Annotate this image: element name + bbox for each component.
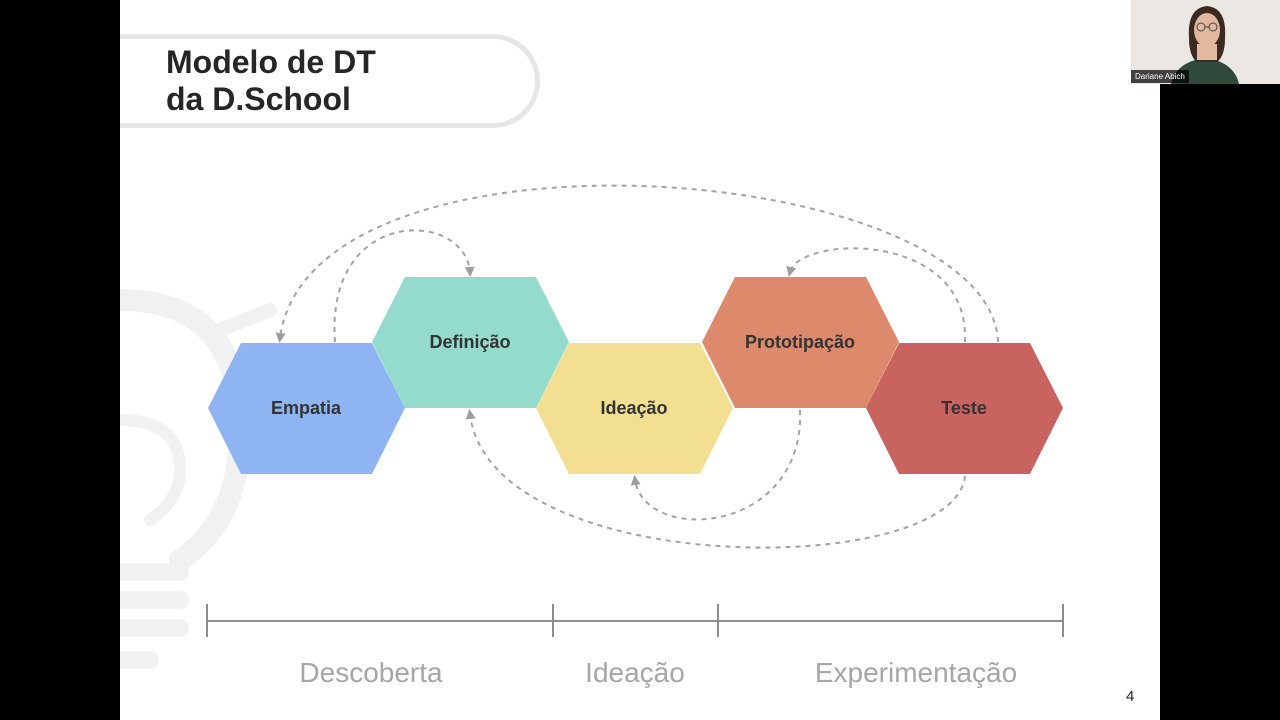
participant-name-label: Dariane Abich (1131, 70, 1189, 83)
slide-page-number: 4 (1126, 688, 1134, 705)
stage-empatia: Empatia (208, 343, 405, 474)
stage-label: Empatia (271, 398, 342, 418)
stage-teste: Teste (866, 343, 1063, 474)
design-thinking-diagram: Empatia Definição Ideação Prototipação T… (120, 0, 1160, 720)
stage-definicao: Definição (372, 277, 569, 408)
participant-video-tile[interactable]: Dariane Abich (1131, 0, 1280, 84)
stage-label: Definição (429, 332, 510, 352)
phase-label-experimentacao: Experimentação (815, 657, 1017, 688)
presentation-slide: Modelo de DT da D.School Empatia Definiç… (120, 0, 1160, 720)
stage-ideacao: Ideação (536, 343, 733, 474)
phase-label-ideacao: Ideação (585, 657, 685, 688)
stage-label: Prototipação (745, 332, 855, 352)
phase-label-descoberta: Descoberta (299, 657, 443, 688)
phase-timeline (207, 604, 1063, 637)
stage-label: Teste (941, 398, 987, 418)
stage-label: Ideação (600, 398, 667, 418)
stage-prototipacao: Prototipação (702, 277, 899, 408)
